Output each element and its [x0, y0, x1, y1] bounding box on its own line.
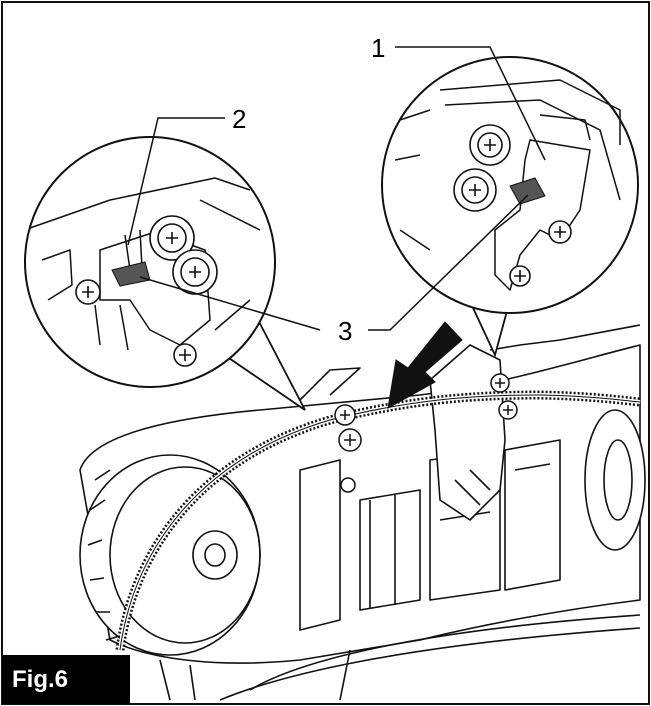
detail-circle-right [381, 56, 639, 358]
callout-2: 2 [232, 104, 247, 134]
figure-label: Fig.6 [2, 655, 130, 704]
gray-tab-right [509, 177, 546, 205]
belt-rollers [334, 373, 518, 493]
callout-3: 3 [338, 316, 353, 346]
detail-circle-left [24, 136, 306, 411]
machine-body [79, 324, 646, 701]
callout-1: 1 [371, 33, 386, 63]
arrow-icon [387, 321, 463, 409]
leader-lines [127, 46, 546, 331]
